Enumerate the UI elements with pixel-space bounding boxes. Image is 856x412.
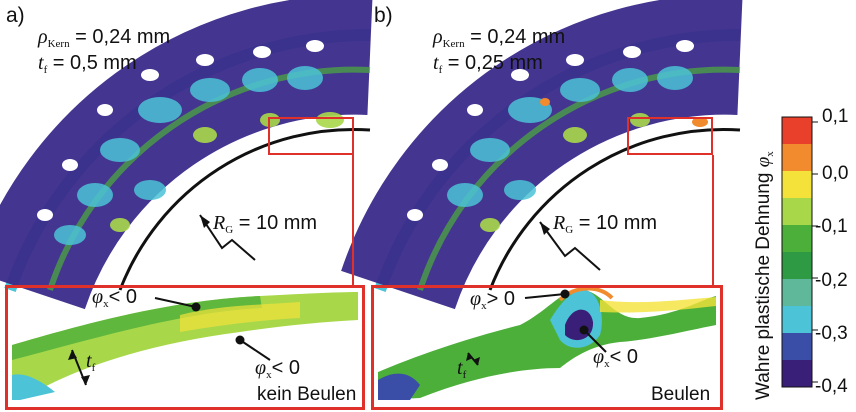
colorbar-segment xyxy=(782,225,812,253)
colorbar-segment xyxy=(782,360,812,388)
colorbar-segment xyxy=(782,279,812,307)
phi-symbol: φ xyxy=(470,288,482,310)
phi-symbol: φ xyxy=(593,346,605,368)
colorbar-segment xyxy=(782,198,812,226)
panel-a-caption: kein Beulen xyxy=(254,384,360,406)
inset-b-strip xyxy=(378,286,716,400)
r-symbol: R xyxy=(553,212,566,234)
panel-b-phi-bottom-label: φx< 0 xyxy=(593,346,638,370)
phi-symbol: φ xyxy=(255,357,267,379)
panel-a-letter: a) xyxy=(6,4,25,27)
panel-b-highlight-box xyxy=(627,117,713,155)
colorbar-tick: -0,4 xyxy=(815,376,848,397)
rho-value: = 0,24 mm xyxy=(75,26,171,48)
tf-symbol: t xyxy=(457,357,463,379)
panel-a-rho-label: ρKern = 0,24 mm xyxy=(38,26,170,50)
panel-a-tf-label: tf xyxy=(86,350,95,374)
rho-subscript: Kern xyxy=(442,38,465,50)
colorbar-phi-subscript: x xyxy=(764,151,776,157)
colorbar-segment xyxy=(782,252,812,280)
t-symbol: t xyxy=(38,52,44,74)
panel-b-rho-label: ρKern = 0,24 mm xyxy=(433,26,565,50)
panel-a-thickness-label: tf = 0,5 mm xyxy=(38,52,137,76)
tf-subscript: f xyxy=(91,362,96,374)
r-value: = 10 mm xyxy=(238,212,318,234)
rho-subscript: Kern xyxy=(47,38,70,50)
colorbar-title: Wahre plastische Dehnung φx xyxy=(753,151,776,400)
rho-symbol: ρ xyxy=(38,26,48,48)
colorbar-tick: 0,0 xyxy=(822,163,849,184)
r-value: = 10 mm xyxy=(578,212,658,234)
colorbar-tick: 0,1 xyxy=(822,106,849,127)
panel-b-phi-top-label: φx> 0 xyxy=(470,288,515,312)
panel-b-tf-label: tf xyxy=(457,357,466,381)
panel-b-ring xyxy=(341,0,743,310)
tf-symbol: t xyxy=(86,350,92,372)
r-subscript: G xyxy=(565,224,574,236)
phi-subscript: x xyxy=(481,300,487,312)
panel-b-inset-frame xyxy=(371,285,723,410)
phi-relation: < 0 xyxy=(108,286,137,308)
rho-value: = 0,24 mm xyxy=(470,26,566,48)
t-value: = 0,25 mm xyxy=(447,52,543,74)
panel-a-highlight-box xyxy=(268,117,354,155)
colorbar-tick: -0,2 xyxy=(815,270,848,291)
panel-b-caption: Beulen xyxy=(648,384,714,406)
phi-subscript: x xyxy=(103,298,109,310)
colorbar-segment xyxy=(782,333,812,361)
colorbar-tick: -0,3 xyxy=(815,323,848,344)
panel-a-phi-bottom-label: φx< 0 xyxy=(255,357,300,381)
colorbar-tick: -0,1 xyxy=(815,216,848,237)
panel-b-letter: b) xyxy=(374,4,393,27)
t-symbol: t xyxy=(433,52,439,74)
phi-subscript: x xyxy=(604,358,610,370)
panel-a-radius-label: RG = 10 mm xyxy=(213,212,317,236)
colorbar-segment xyxy=(782,171,812,199)
colorbar-segment xyxy=(782,144,812,172)
colorbar-title-text: Wahre plastische Dehnung xyxy=(753,172,774,400)
colorbar-segment xyxy=(782,117,812,145)
panel-a-inset-frame xyxy=(5,285,365,410)
phi-symbol: φ xyxy=(92,286,104,308)
colorbar-gradient xyxy=(781,116,818,388)
panel-a-phi-top-label: φx< 0 xyxy=(92,286,137,310)
rho-symbol: ρ xyxy=(433,26,443,48)
colorbar-segment xyxy=(782,306,812,334)
colorbar-phi-symbol: φ xyxy=(753,156,774,168)
t-subscript: f xyxy=(438,64,443,76)
panel-b-thickness-label: tf = 0,25 mm xyxy=(433,52,543,76)
r-symbol: R xyxy=(213,212,226,234)
phi-subscript: x xyxy=(266,369,272,381)
panel-b-radius-label: RG = 10 mm xyxy=(553,212,657,236)
phi-relation: < 0 xyxy=(609,346,638,368)
t-subscript: f xyxy=(43,64,48,76)
inset-a-strip xyxy=(12,292,358,400)
colorbar-frame xyxy=(781,116,813,388)
tf-subscript: f xyxy=(462,369,467,381)
panel-a-ring xyxy=(0,0,373,310)
r-subscript: G xyxy=(225,224,234,236)
phi-relation: > 0 xyxy=(486,288,515,310)
t-value: = 0,5 mm xyxy=(52,52,137,74)
phi-relation: < 0 xyxy=(271,357,300,379)
